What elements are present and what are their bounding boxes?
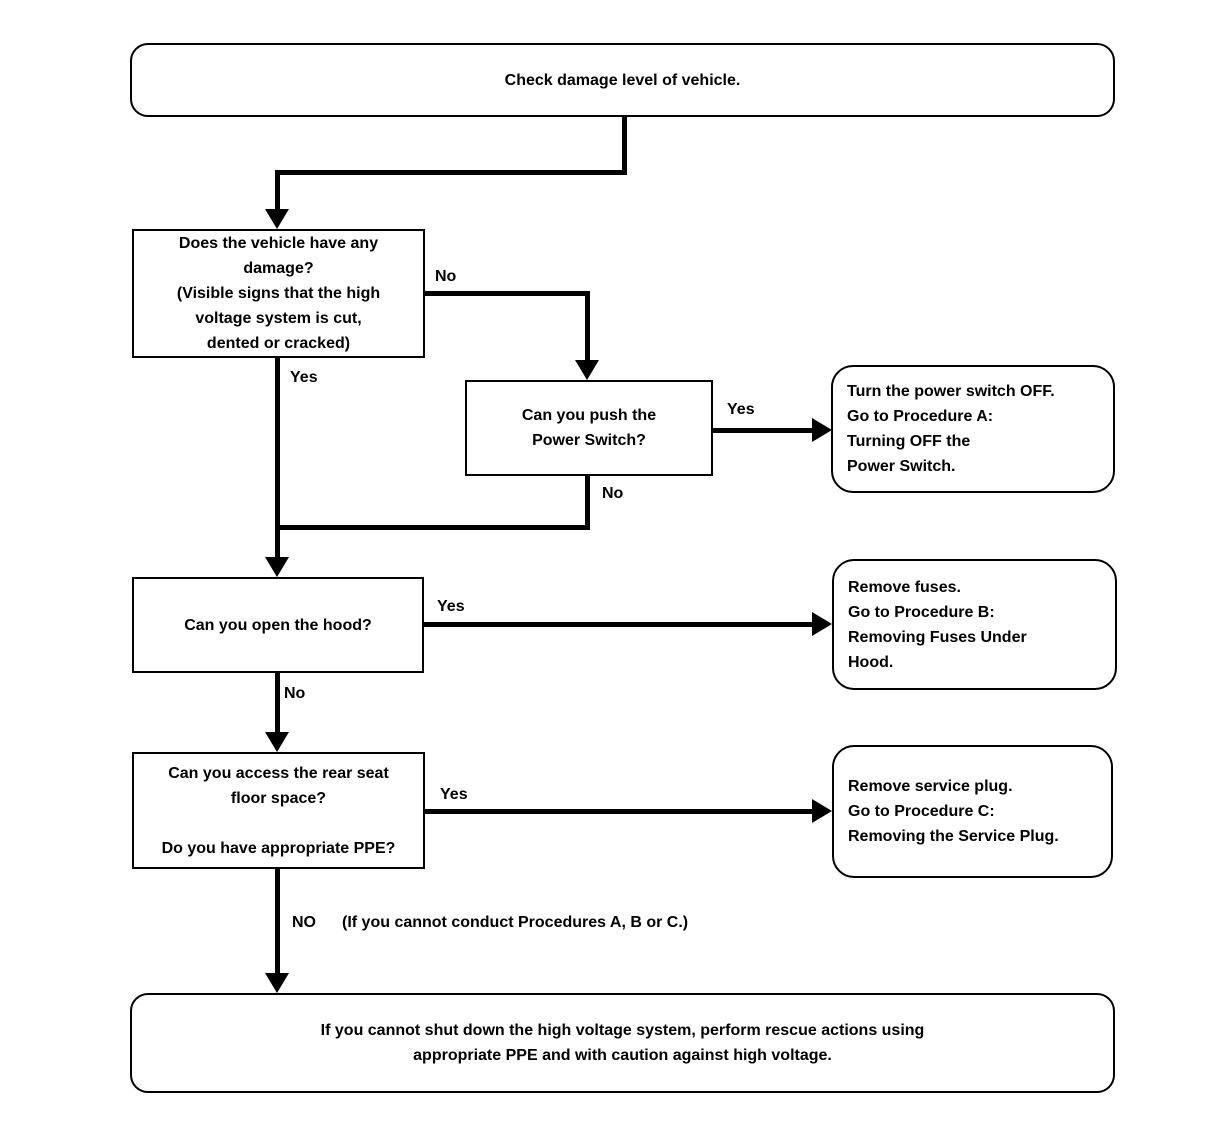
edge-power-no-v [585, 476, 590, 530]
edge-label-power-yes: Yes [727, 401, 755, 418]
node-rear-seat-spacer [134, 811, 423, 836]
arrow-down-icon [265, 557, 289, 577]
arrow-right-icon [812, 799, 832, 823]
node-fallback: If you cannot shut down the high voltage… [130, 993, 1115, 1093]
edge-label-rear-yes: Yes [440, 786, 468, 803]
node-fallback-line: If you cannot shut down the high voltage… [320, 1022, 925, 1039]
arrow-down-icon [265, 973, 289, 993]
node-procedure-c-line: Go to Procedure C: [848, 803, 995, 820]
edge-hood-yes-h [424, 622, 812, 627]
node-damage-question: Does the vehicle have any damage? (Visib… [132, 229, 425, 358]
node-procedure-a-line: Turn the power switch OFF. [847, 383, 1055, 400]
edge-hood-no-v [275, 673, 280, 732]
edge-label-rear-no-row: NO (If you cannot conduct Procedures A, … [292, 910, 688, 935]
edge-label-hood-no: No [284, 685, 306, 702]
arrow-right-icon [812, 612, 832, 636]
node-hood-line: Can you open the hood? [184, 616, 372, 634]
edge-start-to-damage-h [275, 170, 627, 175]
edge-damage-no-h [424, 291, 590, 296]
edge-start-to-damage-v1 [622, 116, 627, 175]
node-procedure-c-line: Removing the Service Plug. [848, 828, 1059, 845]
node-power-switch-line: Can you push the [521, 407, 657, 424]
node-procedure-a-line: Turning OFF the [847, 433, 971, 450]
edge-damage-yes-v [275, 358, 280, 557]
arrow-down-icon [575, 360, 599, 380]
node-rear-seat-line: Can you access the rear seat [168, 764, 389, 782]
node-procedure-b: Remove fuses. Go to Procedure B: Removin… [832, 559, 1117, 690]
node-procedure-a-line: Power Switch. [847, 458, 956, 475]
edge-rear-yes-h [424, 809, 812, 814]
node-damage-line: Does the vehicle have any [178, 235, 379, 252]
node-procedure-c-line: Remove service plug. [848, 778, 1013, 795]
node-rear-seat-line: Do you have appropriate PPE? [161, 839, 396, 857]
edge-label-power-no: No [602, 485, 624, 502]
node-damage-line: voltage system is cut, [195, 310, 362, 327]
arrow-down-icon [265, 732, 289, 752]
edge-label-rear-no-note: (If you cannot conduct Procedures A, B o… [342, 914, 689, 931]
arrow-right-icon [812, 418, 832, 442]
node-hood-question: Can you open the hood? [132, 577, 424, 673]
edge-rear-no-v [275, 869, 280, 973]
node-damage-line: damage? [243, 260, 314, 277]
node-damage-line: (Visible signs that the high [176, 285, 381, 302]
node-procedure-b-line: Hood. [848, 653, 894, 671]
node-power-switch-question: Can you push the Power Switch? [465, 380, 713, 476]
edge-label-damage-no: No [435, 268, 457, 285]
edge-power-yes-h [712, 428, 812, 433]
node-start: Check damage level of vehicle. [130, 43, 1115, 117]
edge-power-no-h [275, 525, 590, 530]
node-procedure-b-line: Go to Procedure B: [848, 603, 995, 621]
node-procedure-a-line: Go to Procedure A: [847, 408, 994, 425]
node-rear-seat-line: floor space? [230, 789, 327, 807]
node-fallback-line: appropriate PPE and with caution against… [413, 1047, 832, 1064]
edge-label-rear-no: NO [292, 914, 316, 931]
edge-label-hood-yes: Yes [437, 598, 465, 615]
edge-damage-no-v [585, 291, 590, 360]
edge-start-to-damage-v2 [275, 170, 280, 209]
arrow-down-icon [265, 209, 289, 229]
node-procedure-b-line: Removing Fuses Under [848, 628, 1027, 646]
node-procedure-b-line: Remove fuses. [848, 578, 961, 596]
node-rear-seat-question: Can you access the rear seat floor space… [132, 752, 425, 869]
node-start-text: Check damage level of vehicle. [504, 71, 741, 89]
node-damage-line: dented or cracked) [206, 335, 351, 352]
node-procedure-a: Turn the power switch OFF. Go to Procedu… [831, 365, 1115, 493]
edge-label-damage-yes: Yes [290, 369, 318, 386]
node-procedure-c: Remove service plug. Go to Procedure C: … [832, 745, 1113, 878]
node-power-switch-line: Power Switch? [532, 432, 646, 449]
